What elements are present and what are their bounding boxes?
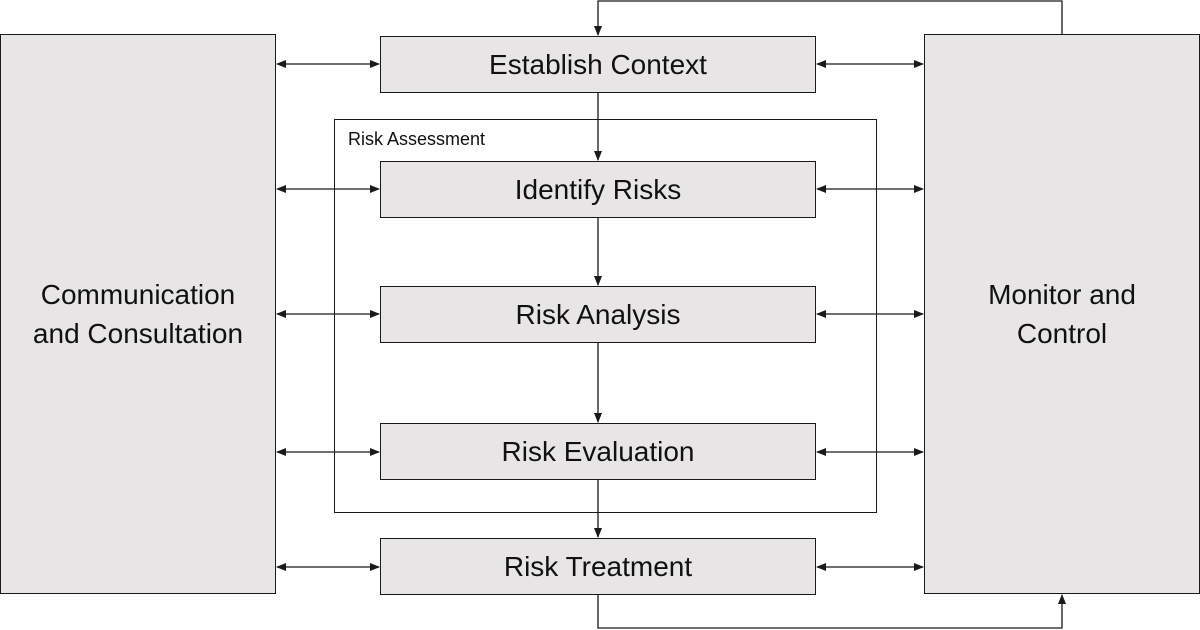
step-risk-evaluation-label: Risk Evaluation — [501, 435, 695, 467]
communication-consultation-box: Communication and Consultation — [0, 34, 276, 594]
step-risk-analysis-label: Risk Analysis — [515, 298, 681, 330]
step-identify-risks-label: Identify Risks — [514, 173, 682, 205]
step-establish-context-label: Establish Context — [489, 48, 707, 80]
feedback-monitor-to-establish — [594, 0, 1063, 36]
monitor-control-box: Monitor and Control — [924, 34, 1200, 594]
monitor-control-line1: Monitor and — [988, 278, 1136, 310]
step-identify-risks: Identify Risks — [380, 161, 816, 218]
communication-consultation-line2: and Consultation — [32, 318, 244, 349]
step-risk-evaluation: Risk Evaluation — [380, 423, 816, 480]
feedback-treatment-to-monitor — [597, 594, 1066, 629]
communication-consultation-line1: Communication — [40, 278, 236, 310]
step-establish-context: Establish Context — [380, 36, 816, 93]
step-risk-treatment: Risk Treatment — [380, 538, 816, 595]
step-risk-treatment-label: Risk Treatment — [503, 550, 693, 582]
step-risk-analysis: Risk Analysis — [380, 286, 816, 343]
monitor-control-line2: Control — [1016, 318, 1108, 349]
risk-assessment-label: Risk Assessment — [348, 129, 486, 149]
